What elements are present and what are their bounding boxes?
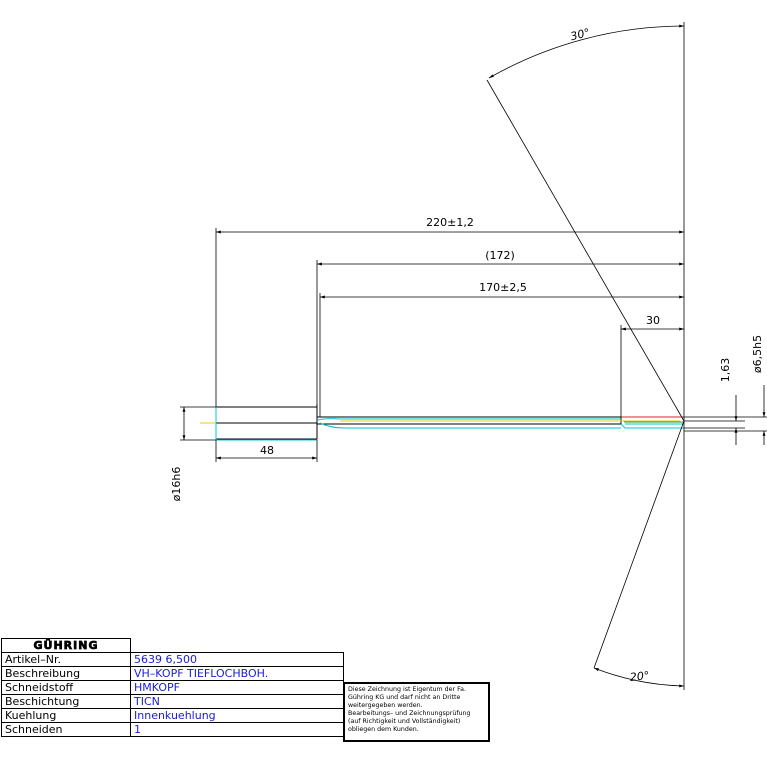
table-row: Beschreibung VH–KOPF TIEFLOCHBOH. [1,666,344,681]
dim-tip-text: 30 [646,314,660,327]
arc-30 [488,24,685,79]
field-value: HMKOPF [130,680,344,695]
drill-colored-lines [200,407,684,441]
dimension-lines [182,230,766,460]
arc-20 [593,667,685,688]
field-value: 1 [130,722,344,737]
field-value: VH–KOPF TIEFLOCHBOH. [130,666,344,681]
angle-upper-text: 30° [569,26,591,43]
field-label: Artikel–Nr. [1,652,131,667]
title-block-table: GÜHRING Artikel–Nr. 5639 6,500 Beschreib… [1,638,344,737]
dim-shank-length-text: 48 [260,444,274,457]
dim-ref-text: (172) [485,249,515,262]
notice-line: weitergegeben werden. [348,702,423,709]
dim-flute-text: 170±2,5 [479,281,527,294]
notice-line: Diese Zeichnung ist Eigentum der Fa. [348,686,467,693]
notice-line: Bearbeitungs– und Zeichnungsprüfung [348,710,471,717]
dim-shank-dia-text: ø16h6 [170,467,183,502]
title-block: GÜHRING Artikel–Nr. 5639 6,500 Beschreib… [1,638,344,742]
field-value: Innenkuehlung [130,708,344,723]
field-label: Kuehlung [1,708,131,723]
title-block-logo-row: GÜHRING [1,638,344,653]
notice-line: obliegen dem Kunden. [348,726,419,733]
ownership-notice: Diese Zeichnung ist Eigentum der Fa. Güh… [343,682,490,742]
field-value: 5639 6,500 [130,652,344,667]
table-row: Artikel–Nr. 5639 6,500 [1,652,344,667]
table-row: Schneiden 1 [1,722,344,737]
table-row: Schneidstoff HMKOPF [1,680,344,695]
dim-depth-text: 1,63 [719,358,732,383]
angle-lines [486,24,685,688]
field-value: TICN [130,694,344,709]
field-label: Beschreibung [1,666,131,681]
dim-overall-text: 220±1,2 [426,216,474,229]
field-label: Schneidstoff [1,680,131,695]
notice-line: Gühring KG und darf nicht an Dritte [348,694,461,701]
table-row: Beschichtung TICN [1,694,344,709]
company-logo: GÜHRING [1,638,131,653]
notice-line: (auf Richtigkeit und Vollständigkeit) [348,718,461,725]
extension-lines [180,22,767,690]
field-label: Schneiden [1,722,131,737]
angle-lower-text: 20° [629,669,650,684]
dim-head-dia-text: ø6,5h5 [751,335,764,373]
field-label: Beschichtung [1,694,131,709]
table-row: Kuehlung Innenkuehlung [1,708,344,723]
